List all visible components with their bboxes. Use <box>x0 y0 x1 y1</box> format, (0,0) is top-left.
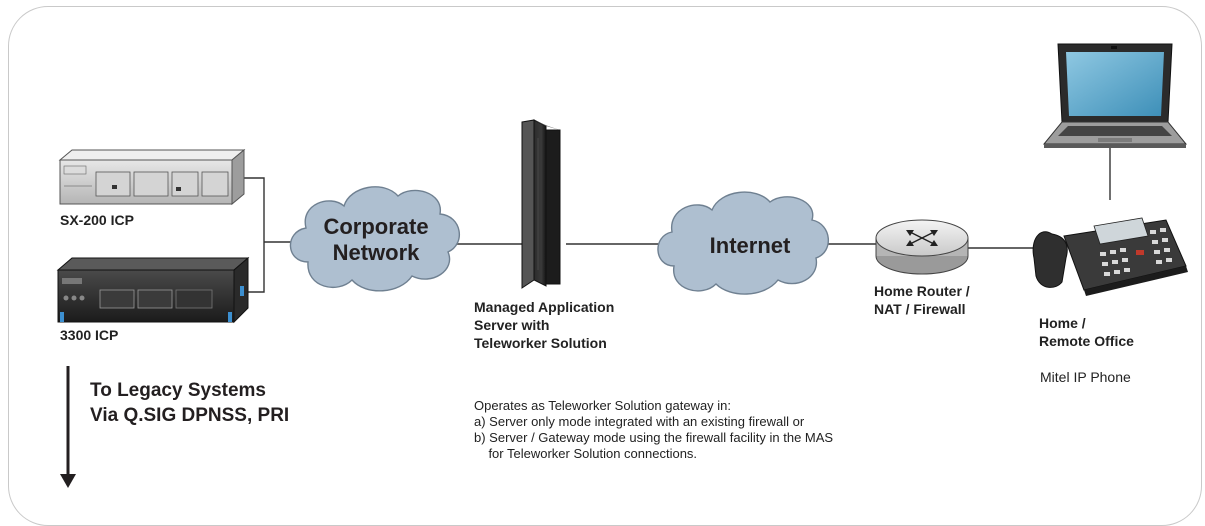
home-label-line-1: Home / <box>1039 315 1086 331</box>
router-label-line-1: Home Router / <box>874 283 970 299</box>
mas-label-line-2: Server with <box>474 317 550 333</box>
note-line-1: Operates as Teleworker Solution gateway … <box>474 398 732 413</box>
ip-phone-device <box>1032 217 1188 296</box>
phone-label: Mitel IP Phone <box>1040 369 1131 385</box>
router-arrows-icon <box>906 230 938 246</box>
gateway-mode-note: Operates as Teleworker Solution gateway … <box>474 398 833 462</box>
legacy-down-arrow <box>60 366 76 488</box>
link-sx200-bracket <box>240 177 265 293</box>
connection-lines <box>240 146 1111 293</box>
corporate-line-2: Network <box>332 240 420 265</box>
legacy-systems-label: To Legacy Systems Via Q.SIG DPNSS, PRI <box>90 378 289 428</box>
icp3300-label: 3300 ICP <box>60 327 119 343</box>
corporate-network-label: Corporate Network <box>306 214 446 266</box>
sx200-label: SX-200 ICP <box>60 212 134 228</box>
mas-label-line-3: Teleworker Solution <box>474 335 607 351</box>
legacy-line-1: To Legacy Systems <box>90 380 267 401</box>
internet-cloud <box>657 191 830 295</box>
corporate-line-1: Corporate <box>323 214 429 239</box>
icp-3300-device <box>56 256 250 324</box>
laptop-device <box>1042 43 1188 148</box>
home-router-device <box>875 219 969 275</box>
router-label: Home Router / NAT / Firewall <box>874 282 970 318</box>
mas-label-line-1: Managed Application <box>474 299 615 315</box>
corporate-network-cloud <box>289 186 461 292</box>
home-office-label: Home / Remote Office <box>1039 314 1134 350</box>
note-line-2: a) Server only mode integrated with an e… <box>474 414 805 429</box>
mas-label: Managed Application Server with Telework… <box>474 298 614 352</box>
mas-server-tower <box>521 119 561 289</box>
home-label-line-2: Remote Office <box>1039 333 1134 349</box>
network-diagram <box>56 43 1188 488</box>
note-line-3: b) Server / Gateway mode using the firew… <box>474 430 834 445</box>
sx200-icp-device <box>58 148 246 206</box>
note-line-4: for Teleworker Solution connections. <box>474 446 698 461</box>
router-label-line-2: NAT / Firewall <box>874 301 966 317</box>
legacy-line-2: Via Q.SIG DPNSS, PRI <box>90 405 290 426</box>
internet-label: Internet <box>709 233 791 258</box>
